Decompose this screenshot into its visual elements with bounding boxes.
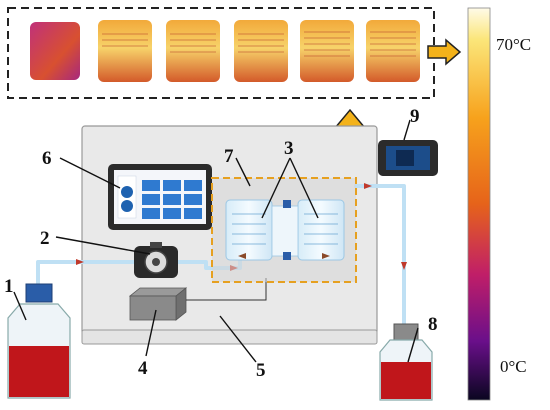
thermal-image-1 [30, 22, 80, 80]
thermal-image-row [30, 20, 420, 82]
label-5: 5 [256, 360, 266, 381]
panel-base [81, 329, 378, 345]
temperature-colorbar [467, 7, 491, 401]
power-wire [186, 278, 267, 301]
label-8: 8 [428, 314, 438, 335]
right-arrow-icon [427, 38, 462, 66]
leader-lines [13, 119, 419, 363]
heat-exchanger-module [225, 199, 345, 261]
label-1: 1 [4, 276, 14, 297]
colorbar-max-label: 70°C [496, 35, 531, 54]
thermal-image-5 [300, 20, 354, 82]
thermal-image-2 [98, 20, 152, 82]
thermal-image-3 [166, 20, 220, 82]
label-9: 9 [410, 106, 420, 127]
peristaltic-pump-icon [134, 242, 178, 278]
thermal-camera-icon [378, 140, 438, 176]
test-section-frame [211, 177, 357, 283]
label-6: 6 [42, 148, 52, 169]
colorbar-min-label: 0°C [500, 357, 527, 376]
label-3: 3 [284, 138, 294, 159]
touchscreen-controller-icon [108, 164, 212, 230]
thermal-image-4 [234, 20, 288, 82]
reservoir-bottle-left [7, 283, 71, 399]
label-2: 2 [40, 228, 50, 249]
collection-bottle-right [379, 323, 433, 401]
label-4: 4 [138, 358, 148, 379]
thermal-image-6 [366, 20, 420, 82]
power-supply-box-icon [128, 287, 188, 321]
label-7: 7 [224, 146, 234, 167]
